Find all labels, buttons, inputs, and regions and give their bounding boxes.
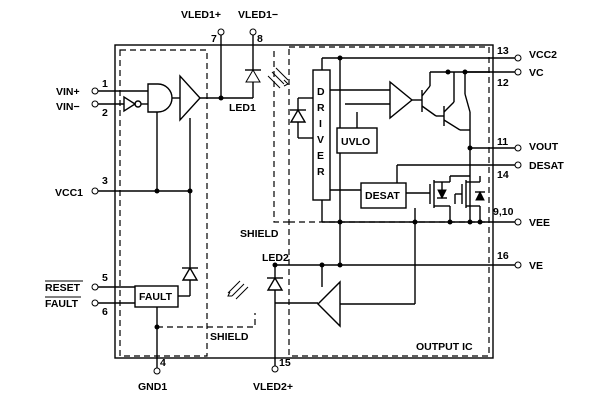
- vled1-neg-number: 8: [257, 33, 263, 45]
- vout-label: VOUT: [529, 141, 559, 153]
- vin-pos-number: 1: [102, 78, 108, 90]
- led1-diode: [245, 69, 261, 83]
- gnd1-pin[interactable]: 4 GND1: [138, 357, 167, 393]
- vled2-pos-pin[interactable]: 15 VLED2+: [253, 357, 293, 393]
- fault-block-label: FAULT: [139, 291, 173, 303]
- desat-pin[interactable]: 14 DESAT: [497, 160, 564, 181]
- vcc2-label: VCC2: [529, 49, 557, 61]
- desat-block-label: DESAT: [365, 190, 400, 202]
- vled1-pos-number: 7: [211, 33, 217, 45]
- vout-number: 11: [497, 136, 508, 148]
- shield-top-label: SHIELD: [240, 228, 279, 240]
- vled2-pos-number: 15: [279, 357, 291, 369]
- vled1-neg-pin[interactable]: VLED1− 8: [238, 9, 278, 45]
- reset-pin[interactable]: RESET 5: [45, 272, 108, 294]
- desat-feedback-amp: [317, 280, 341, 328]
- vled2-pos-label: VLED2+: [253, 381, 293, 393]
- vcc2-number: 13: [497, 45, 509, 57]
- vled1-neg-label: VLED1−: [238, 9, 278, 21]
- led2-diode: [266, 276, 284, 291]
- led1-label: LED1: [229, 102, 256, 114]
- vled1-pos-label: VLED1+: [181, 9, 221, 21]
- vin-neg-pin[interactable]: VIN− 2: [56, 100, 108, 119]
- ve-number: 16: [497, 250, 509, 262]
- vout-pin[interactable]: 11 VOUT: [497, 136, 559, 153]
- fault-pin[interactable]: FAULT 6: [45, 296, 108, 318]
- vcc1-label: VCC1: [55, 187, 83, 199]
- fault-label: FAULT: [45, 298, 79, 310]
- uvlo-block: UVLO: [336, 127, 378, 154]
- shield-top-outline: [273, 47, 289, 223]
- vee-pin[interactable]: 9,10 VEE: [493, 206, 550, 229]
- input-ic-region: [119, 49, 208, 357]
- vcc2-pin[interactable]: 13 VCC2: [497, 45, 557, 62]
- desat-label: DESAT: [529, 160, 564, 172]
- fault-number: 6: [102, 306, 108, 318]
- vc-label: VC: [529, 67, 544, 79]
- vled1-pos-pin[interactable]: VLED1+ 7: [181, 9, 225, 45]
- led2-light-arrows: [227, 280, 249, 300]
- driver-letter-v: V: [317, 134, 324, 146]
- vin-pos-label: VIN+: [56, 86, 80, 98]
- fault-led-diode: [181, 266, 199, 281]
- led2-label: LED2: [262, 252, 289, 264]
- gnd1-number: 4: [160, 357, 166, 369]
- vc-pin[interactable]: 12 VC: [497, 67, 544, 89]
- vcc1-number: 3: [102, 175, 108, 187]
- vin-neg-number: 2: [102, 107, 108, 119]
- driver-letter-r1: R: [317, 102, 325, 114]
- ve-label: VE: [529, 260, 543, 272]
- fault-block: FAULT: [134, 285, 179, 308]
- reset-label: RESET: [45, 282, 81, 294]
- reset-number: 5: [102, 272, 108, 284]
- shield-bottom-outline: [157, 313, 256, 328]
- photodiode: [289, 108, 307, 123]
- vcc1-pin[interactable]: VCC1 3: [55, 175, 108, 199]
- vc-number: 12: [497, 77, 509, 89]
- desat-clamp-transistors: [429, 175, 485, 222]
- desat-number: 14: [497, 169, 509, 181]
- package-outline: [114, 44, 494, 359]
- driver-letter-e: E: [317, 150, 324, 162]
- vee-label: VEE: [529, 217, 550, 229]
- driver-letter-r2: R: [317, 166, 325, 178]
- driver-letter-d: D: [317, 86, 325, 98]
- input-buffer-amp: [179, 74, 201, 122]
- led1-light-arrows: [267, 67, 289, 89]
- uvlo-label: UVLO: [341, 136, 370, 148]
- output-driver-amp: [389, 80, 414, 120]
- shield-bottom-label: SHIELD: [210, 331, 249, 343]
- vee-number: 9,10: [493, 206, 514, 218]
- desat-block: DESAT: [360, 182, 407, 209]
- output-ic-region: [288, 46, 490, 357]
- ve-pin[interactable]: 16 VE: [497, 250, 543, 272]
- input-and-gate: [147, 83, 173, 113]
- driver-letter-i: I: [319, 118, 322, 130]
- vin-neg-label: VIN−: [56, 101, 80, 113]
- output-ic-label: OUTPUT IC: [416, 341, 473, 353]
- driver-block: D R I V E R: [312, 69, 331, 201]
- gnd1-label: GND1: [138, 381, 167, 393]
- vin-pos-pin[interactable]: VIN+ 1: [56, 78, 108, 98]
- input-inverter: [123, 95, 142, 113]
